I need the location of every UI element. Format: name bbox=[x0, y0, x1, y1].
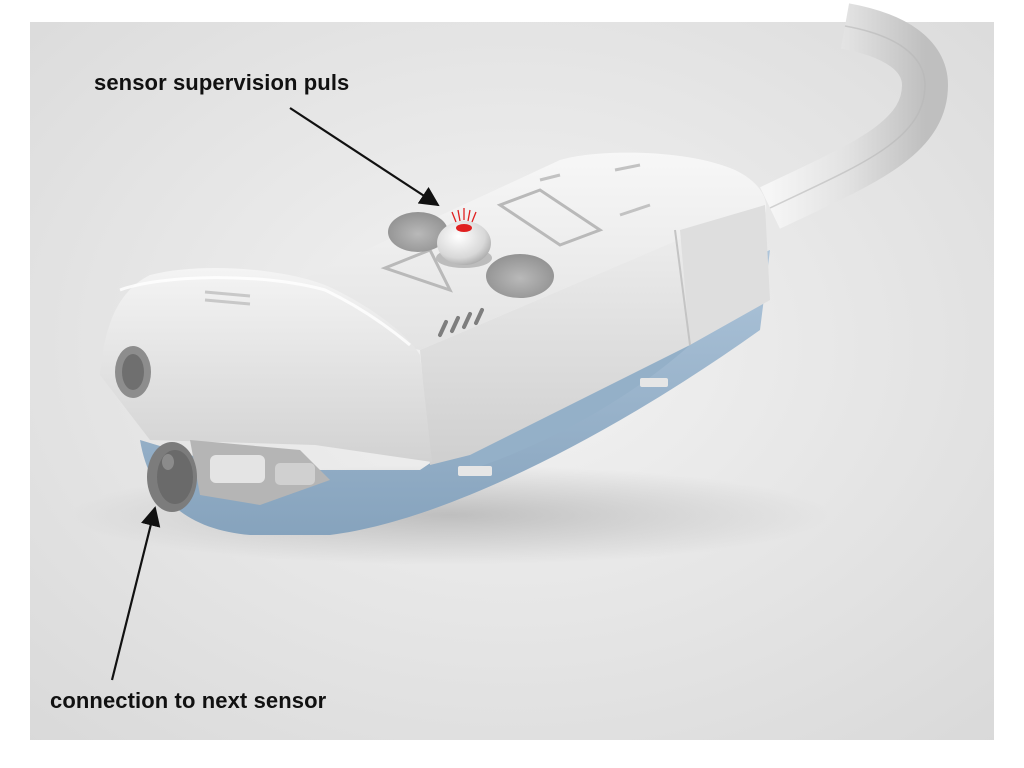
led-dome bbox=[437, 221, 491, 265]
led-callout-label: sensor supervision puls bbox=[94, 70, 350, 95]
housing-top bbox=[290, 152, 767, 350]
top-hole-right bbox=[486, 254, 554, 298]
led-rays bbox=[451, 208, 477, 223]
front-cap bbox=[100, 267, 432, 462]
top-hole-left bbox=[388, 212, 448, 252]
led-callout-arrow bbox=[289, 107, 440, 207]
led-light bbox=[456, 224, 472, 232]
housing-side bbox=[420, 235, 700, 465]
connector-callout-arrow bbox=[110, 506, 161, 681]
cable-end-block bbox=[680, 205, 770, 345]
connector-callout-label: connection to next sensor bbox=[50, 688, 327, 713]
vent-slots bbox=[438, 308, 484, 337]
